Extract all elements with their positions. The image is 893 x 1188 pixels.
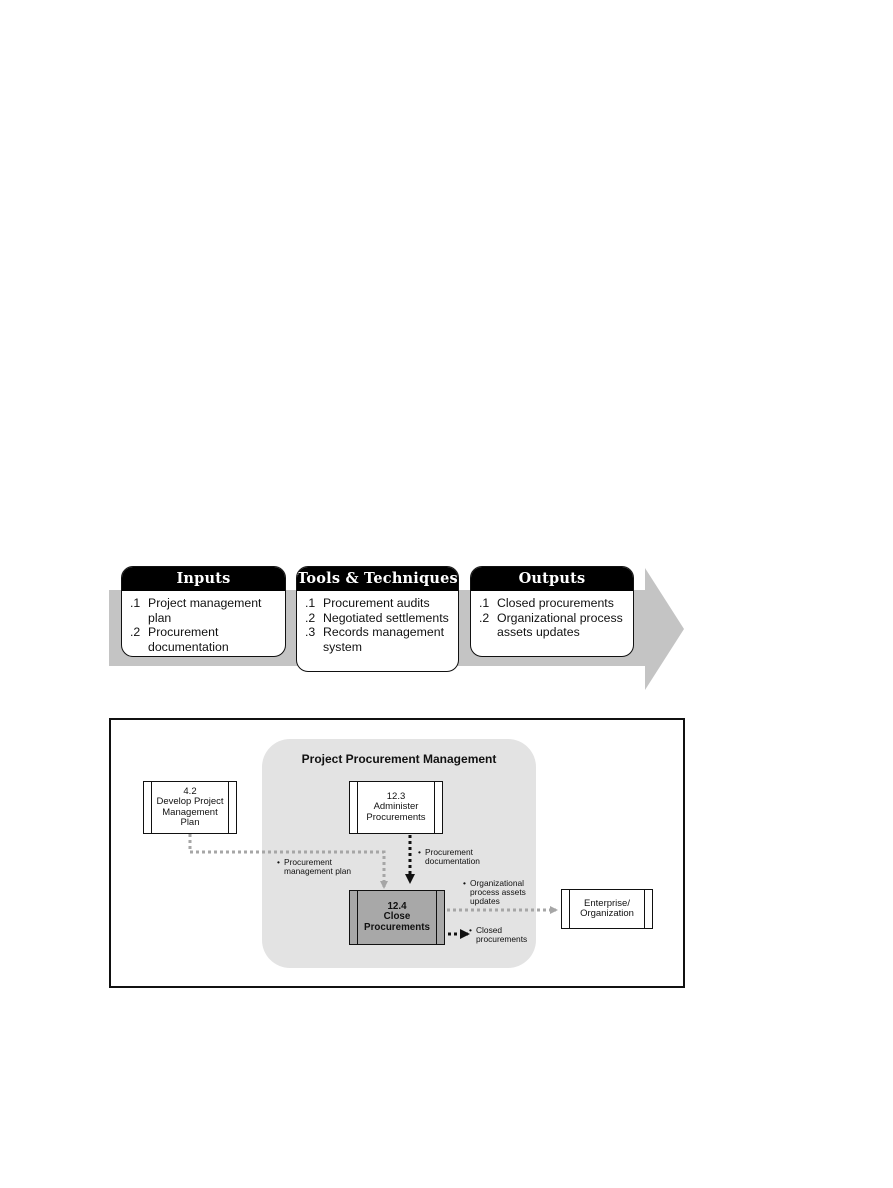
inputs-header: Inputs (122, 567, 285, 591)
process-name: Administer Procurements (366, 801, 426, 823)
flow-line-plan (188, 834, 388, 889)
process-name: Enterprise/ Organization (580, 897, 634, 919)
process-develop-plan: 4.2 Develop Project Management Plan (143, 781, 237, 834)
process-number: 12.4 (387, 900, 407, 912)
process-name: Close Procurements (364, 911, 430, 933)
process-number: 4.2 (183, 785, 197, 797)
flow-label-documentation: •Procurement documentation (418, 847, 480, 866)
flow-label-plan: •Procurement management plan (277, 857, 352, 876)
flow-label-closed: •Closed procurements (469, 925, 528, 944)
flow-label-opa-updates: •Organizational process assets updates (463, 878, 526, 906)
process-close-procurements: 12.4 Close Procurements (349, 890, 445, 945)
data-flow-diagram-frame (109, 718, 685, 988)
process-name: Develop Project Management Plan (156, 796, 224, 828)
process-number: 12.3 (386, 790, 406, 802)
knowledge-area-title: Project Procurement Management (301, 752, 497, 766)
tools-header: Tools & Techniques (297, 567, 458, 591)
outputs-header: Outputs (471, 567, 633, 591)
process-administer-procurements: 12.3 Administer Procurements (349, 781, 443, 834)
process-enterprise-organization: Enterprise/ Organization (561, 889, 653, 929)
